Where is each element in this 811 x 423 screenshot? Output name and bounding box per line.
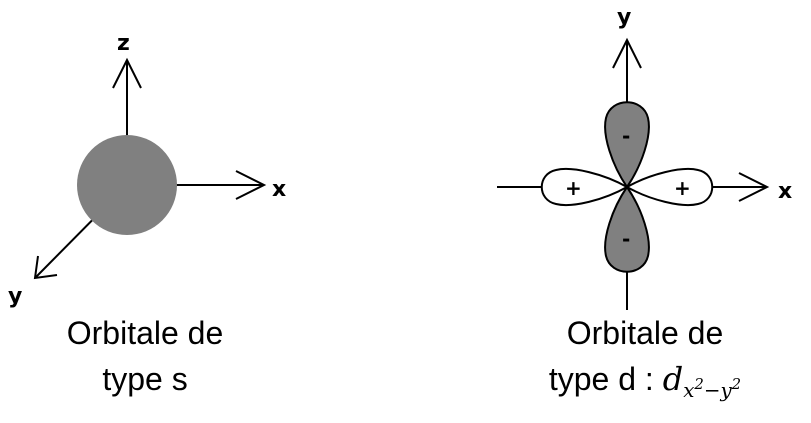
- s-caption-line1: Orbitale de: [66, 315, 224, 351]
- d-x-label: x: [778, 179, 792, 204]
- d-lobe-right: [624, 168, 714, 206]
- s-y-arrowhead: [33, 255, 58, 280]
- symbol-sub-y: y: [720, 378, 732, 402]
- d-sign-left: +: [565, 176, 582, 200]
- d-caption-line1: Orbitale de: [566, 315, 724, 351]
- d-sign-right: +: [674, 176, 691, 200]
- s-x-label: x: [272, 177, 286, 202]
- s-orbital-caption: Orbitale de type s: [20, 310, 270, 402]
- s-caption-line2: type s: [102, 361, 188, 397]
- d-caption-line2: type d : dx2−y2: [485, 356, 805, 414]
- d-orbital-symbol: dx2−y2: [662, 360, 741, 402]
- d-y-label: y: [617, 5, 631, 30]
- symbol-sup2: 2: [731, 374, 742, 393]
- d-lobe-down: [604, 185, 650, 273]
- symbol-subscript: x2−y2: [683, 375, 741, 402]
- d-caption-prefix: type d :: [548, 361, 663, 397]
- d-y-arrowhead: [612, 37, 642, 69]
- d-sign-up: -: [622, 124, 630, 148]
- s-y-label: y: [8, 284, 22, 309]
- s-z-label: z: [117, 31, 130, 56]
- d-lobe-up: [604, 101, 650, 189]
- symbol-sup1: 2: [694, 374, 704, 393]
- d-orbital-diagram: - - + + y x: [497, 5, 792, 310]
- s-z-arrowhead: [112, 57, 142, 89]
- symbol-base: d: [662, 360, 684, 398]
- d-x-arrowhead: [738, 172, 770, 202]
- s-orbital-diagram: z x y: [8, 31, 286, 309]
- d-lobe-left: [540, 168, 630, 206]
- symbol-sub-x: x: [683, 378, 695, 402]
- s-x-arrowhead: [235, 170, 267, 200]
- d-orbital-caption: Orbitale de type d : dx2−y2: [485, 310, 805, 414]
- s-orbital-sphere: [77, 135, 177, 235]
- symbol-minus: −: [703, 378, 721, 402]
- d-sign-down: -: [622, 227, 630, 251]
